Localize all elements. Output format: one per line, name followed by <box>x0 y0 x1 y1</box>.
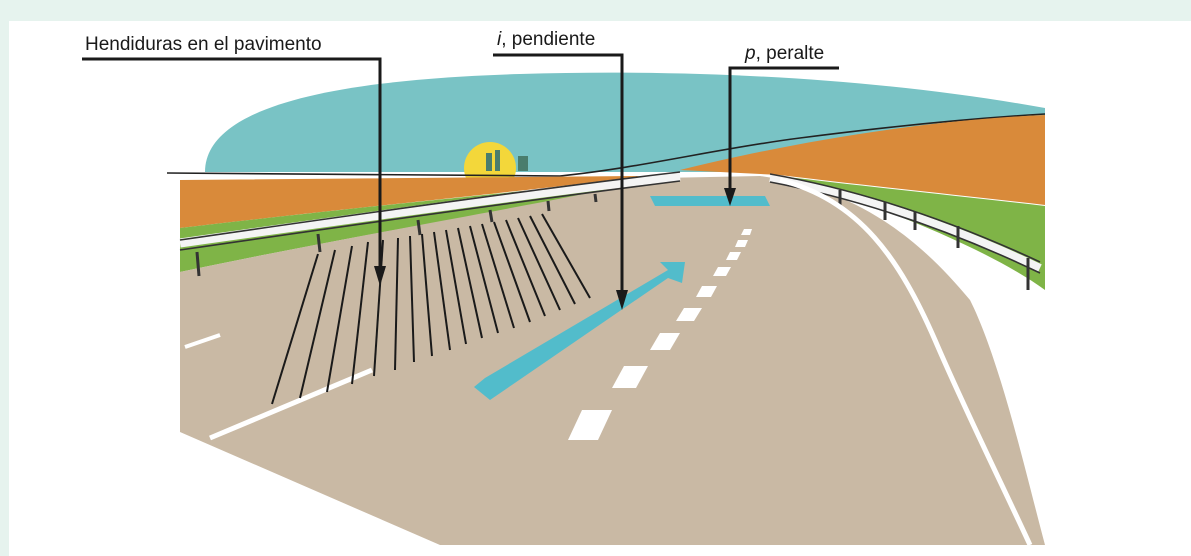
slope-leader <box>493 53 624 292</box>
grooves-leader <box>82 57 382 268</box>
superelevation-marking <box>650 196 770 206</box>
left-guardrail-posts <box>195 193 598 277</box>
right-guardrail-posts <box>838 190 1030 290</box>
center-dashed-line <box>568 229 752 440</box>
distant-building <box>486 153 492 171</box>
left-edge-line <box>209 367 373 441</box>
distant-building <box>495 150 500 171</box>
left-lane-line <box>184 333 221 349</box>
slope-symbol: i <box>497 29 502 50</box>
right-grass <box>780 176 1045 290</box>
leader-arrowheads <box>374 188 736 310</box>
right-edge-line <box>779 177 1033 547</box>
pavement-grooves <box>271 213 591 405</box>
slope-text: , pendiente <box>501 29 596 50</box>
slope-label: i, pendiente <box>497 29 595 51</box>
left-guardrail <box>179 171 681 248</box>
superelevation-symbol: p <box>745 43 756 64</box>
slope-arrowhead <box>616 290 628 310</box>
distant-building <box>518 156 528 171</box>
grooves-arrowhead <box>374 266 386 286</box>
right-guardrail <box>769 174 1042 272</box>
superelevation-arrowhead <box>724 188 736 206</box>
left-guardrail-edge <box>179 171 681 251</box>
right-embankment <box>680 115 1045 205</box>
road-pavement <box>180 176 1045 545</box>
grooves-label: Hendiduras en el pavimento <box>85 34 322 55</box>
left-grass <box>180 178 650 272</box>
superelevation-label: p, peralte <box>745 43 824 65</box>
superelevation-text: , peralte <box>755 43 825 64</box>
slope-arrow-marking <box>474 262 685 400</box>
superelevation-leader <box>728 66 839 190</box>
left-embankment <box>180 176 640 228</box>
leader-lines <box>82 53 839 292</box>
